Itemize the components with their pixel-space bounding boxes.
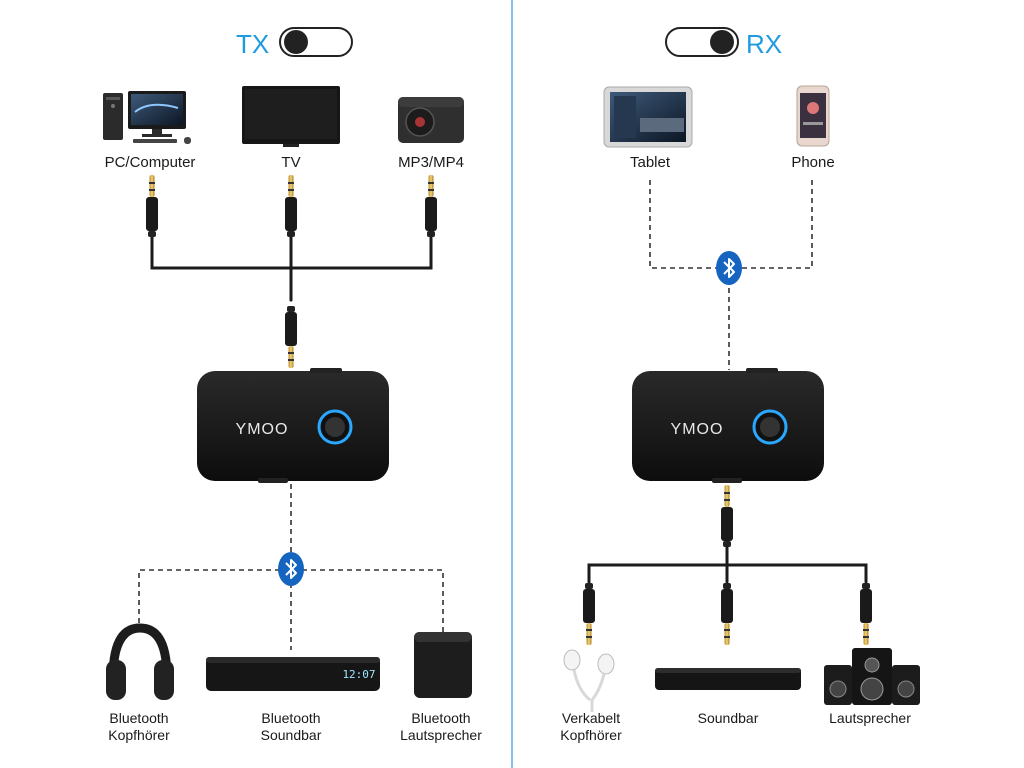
headphones-icon [106,623,174,700]
power-button[interactable] [317,409,353,445]
rx-mode-toggle[interactable] [665,27,739,57]
source-label-pc: PC/Computer [105,154,196,171]
jack-plug-pc [146,175,158,237]
rx-panel: RX Tablet Phone YMOO [560,27,920,743]
tx-panel: TX PC/ [103,27,482,743]
jack-plug-into-device [285,306,297,368]
tx-adapter-device: YMOO [197,368,389,483]
device-brand: YMOO [236,421,289,438]
cable-pc [150,234,293,302]
soundbar-icon [655,668,801,690]
source-label-tv: TV [281,154,300,171]
output-label-earphones-2: Kopfhörer [560,727,622,743]
output-label-headphones-2: Kopfhörer [108,727,170,743]
output-label-earphones-1: Verkabelt [562,710,620,726]
bluetooth-icon [277,551,305,587]
source-label-tablet: Tablet [630,154,671,171]
jack-plug-earphones [583,583,595,645]
phone-icon [796,85,830,147]
output-label-speaker-1: Bluetooth [411,710,470,726]
jack-plug-mp3 [425,175,437,237]
cable-mp3 [289,234,433,270]
jack-plug-from-device [721,485,733,547]
rx-mode-label: RX [746,29,782,59]
soundbar-clock: 12:07 [342,668,375,681]
desktop-computer-icon [103,91,191,144]
source-label-phone: Phone [791,154,834,171]
speaker-system-icon [824,648,920,705]
soundbar-icon: 12:07 [206,657,380,691]
output-label-speakers: Lautsprecher [829,710,911,726]
source-label-mp3: MP3/MP4 [398,154,464,171]
jack-plug-tv [285,175,297,237]
output-label-headphones-1: Bluetooth [109,710,168,726]
bt-link-branches [138,569,444,632]
jack-plug-speakers [860,583,872,645]
output-label-soundbar-2: Soundbar [261,727,322,743]
tv-icon [242,86,340,147]
speaker-icon [414,632,472,698]
device-brand: YMOO [671,421,724,438]
mp3-player-icon [398,97,464,143]
output-label-speaker-2: Lautsprecher [400,727,482,743]
output-label-soundbar-1: Bluetooth [261,710,320,726]
tx-mode-label: TX [236,29,269,59]
rx-adapter-device: YMOO [632,368,824,483]
tablet-icon [603,86,693,148]
wired-earphones-icon [563,649,615,712]
power-button[interactable] [752,409,788,445]
jack-plug-soundbar [721,583,733,645]
output-label-soundbar: Soundbar [698,710,759,726]
tx-mode-toggle[interactable] [279,27,353,57]
bluetooth-icon [715,250,743,286]
